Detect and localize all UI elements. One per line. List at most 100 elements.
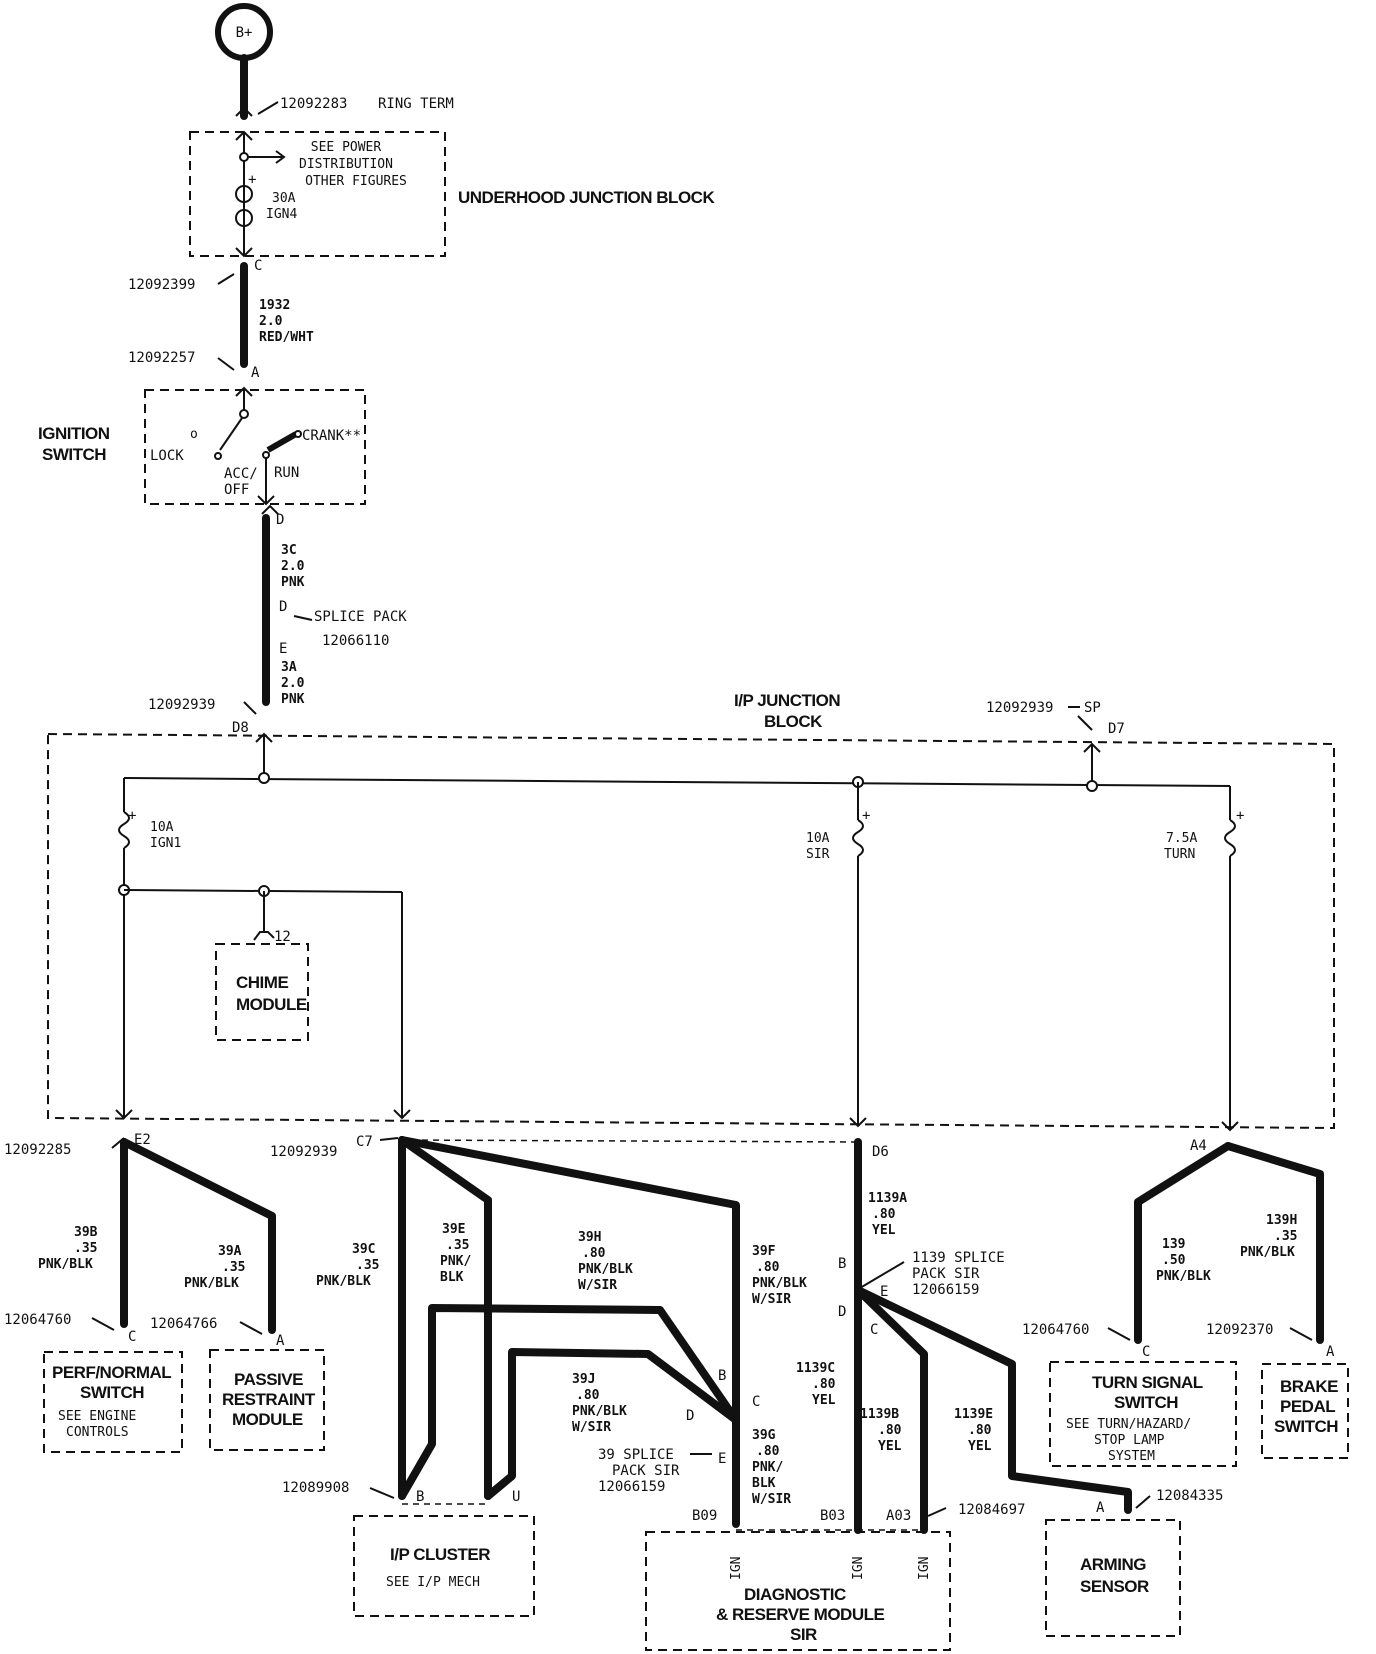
turn-note-3: SYSTEM	[1108, 1449, 1155, 1464]
wire-39e-color-2: BLK	[440, 1270, 464, 1285]
wire-1139b-gauge: .80	[878, 1423, 902, 1438]
wire-1932-circuit: 1932	[259, 298, 290, 313]
arm-pin: A	[1096, 1500, 1105, 1516]
wire-1932-color: RED/WHT	[259, 330, 314, 345]
wire-1139a-circuit: 1139A	[868, 1191, 907, 1206]
wire-39j-color: PNK/BLK	[572, 1404, 627, 1419]
underhood-title: UNDERHOOD JUNCTION BLOCK	[458, 188, 715, 207]
center-part: 12092939	[270, 1144, 337, 1160]
splice-1139-label-1: 1139 SPLICE	[912, 1250, 1005, 1266]
wire-39f-circuit: 39F	[752, 1244, 776, 1259]
splice-1139-label-2: PACK SIR	[912, 1266, 980, 1282]
wire-39f-gauge: .80	[756, 1260, 780, 1275]
wire-39f-type: W/SIR	[752, 1292, 791, 1307]
wire-1139b-color: YEL	[878, 1439, 902, 1454]
brake-title-3: SWITCH	[1274, 1417, 1338, 1436]
ip-out-d6: D6	[872, 1144, 889, 1160]
fuse-ign1-rating: 10A	[150, 820, 174, 835]
fuse-30a-rating: 30A	[272, 191, 296, 206]
fuse-sir-rating: 10A	[806, 831, 830, 846]
wire-39b-circuit: 39B	[74, 1225, 98, 1240]
dr-pin-b03: B03	[820, 1508, 845, 1524]
wire-39a-gauge: .35	[222, 1260, 245, 1275]
dr-title-1: DIAGNOSTIC	[744, 1585, 846, 1604]
wire-39c-circuit: 39C	[352, 1242, 375, 1257]
wire-39e-circuit: 39E	[442, 1222, 465, 1237]
brake-pin: A	[1326, 1344, 1335, 1360]
wire-139-circuit: 139	[1162, 1237, 1185, 1252]
turn-title-1: TURN SIGNAL	[1092, 1373, 1203, 1392]
underhood-note-3: OTHER FIGURES	[305, 174, 407, 189]
ip-out-e2: E2	[134, 1132, 151, 1148]
wire-39a-circuit: 39A	[218, 1244, 242, 1259]
passive-restraint-module-box	[209, 1349, 325, 1451]
arm-part: 12084335	[1156, 1488, 1223, 1504]
fuse-turn-rating: 7.5A	[1166, 831, 1197, 846]
brake-part: 12092370	[1206, 1322, 1273, 1338]
perf-pin: C	[128, 1329, 136, 1345]
ignition-acc: ACC/	[224, 466, 258, 482]
turn-note-1: SEE TURN/HAZARD/	[1066, 1417, 1191, 1432]
wire-39h-gauge: .80	[582, 1246, 606, 1261]
ignition-pin-d: D	[276, 512, 284, 528]
fuse-10a-ign1-icon	[118, 811, 130, 849]
underhood-note-2: DISTRIBUTION	[299, 157, 393, 172]
ignition-small-o: o	[190, 427, 198, 442]
wire-39b-gauge: .35	[74, 1241, 97, 1256]
perf-title-2: SWITCH	[80, 1383, 144, 1402]
underhood-connector-c: C	[254, 258, 262, 274]
battery-source: B+	[215, 3, 273, 61]
perf-title-1: PERF/NORMAL	[52, 1363, 171, 1382]
chime-module-box	[215, 943, 309, 1041]
wire-39h-type: W/SIR	[578, 1278, 617, 1293]
turn-part: 12064760	[1022, 1322, 1089, 1338]
ignition-off: OFF	[224, 482, 249, 498]
dr-ign-3: IGN	[917, 1557, 932, 1580]
ip-sp-part: 12092939	[986, 700, 1053, 716]
sir-plus: +	[862, 808, 870, 824]
wire-39c-gauge: .35	[356, 1258, 379, 1273]
fuse-10a-sir-icon	[852, 819, 864, 857]
passive-title-1: PASSIVE	[234, 1370, 303, 1389]
splice-39-label-2: PACK SIR	[612, 1463, 680, 1479]
wire-39h-color: PNK/BLK	[578, 1262, 633, 1277]
wire-139-color: PNK/BLK	[1156, 1269, 1211, 1284]
fuse-30a-name: IGN4	[266, 207, 297, 222]
wire-39f-color: PNK/BLK	[752, 1276, 807, 1291]
splice-39-pin-e: E	[718, 1451, 726, 1467]
ignition-switch-title-1: IGNITION	[38, 424, 110, 443]
splice-3-pin-d: D	[279, 599, 287, 615]
dr-pin-b09: B09	[692, 1508, 717, 1524]
splice-1139-pin-e: E	[880, 1284, 888, 1300]
wire-1932-pin: A	[251, 365, 260, 381]
underhood-plus: +	[248, 172, 256, 188]
splice-1139-pin-b: B	[838, 1256, 846, 1272]
cluster-part: 12089908	[282, 1480, 349, 1496]
arming-sensor-box	[1045, 1519, 1181, 1637]
wire-3c-gauge: 2.0	[281, 559, 305, 574]
splice-39-part: 12066159	[598, 1479, 665, 1495]
chime-title-1: CHIME	[236, 973, 288, 992]
perf-normal-switch-box	[43, 1351, 183, 1453]
splice-3-label: SPLICE PACK	[314, 609, 407, 625]
wire-39j-gauge: .80	[576, 1388, 600, 1403]
wire-1139a-gauge: .80	[872, 1207, 896, 1222]
ring-term-part: 12092283	[280, 96, 347, 112]
ip-sp-pin: D7	[1108, 721, 1125, 737]
wire-39g-color-1: PNK/	[752, 1460, 783, 1475]
perf-part: 12064760	[4, 1312, 71, 1328]
ip-out-a4: A4	[1190, 1138, 1207, 1154]
wire-3a-pin: D8	[232, 720, 249, 736]
wire-3a-gauge: 2.0	[281, 676, 305, 691]
dr-ign-2: IGN	[851, 1557, 866, 1580]
splice-3-part: 12066110	[322, 633, 389, 649]
fuse-turn-name: TURN	[1164, 847, 1195, 862]
wire-39g-gauge: .80	[756, 1444, 780, 1459]
wire-3c-color: PNK	[281, 575, 305, 590]
wire-39j-circuit: 39J	[572, 1372, 595, 1387]
diagnostic-reserve-module-box	[645, 1531, 951, 1651]
dr-pin-a03: A03	[886, 1508, 911, 1524]
turn-note-2: STOP LAMP	[1094, 1433, 1165, 1448]
